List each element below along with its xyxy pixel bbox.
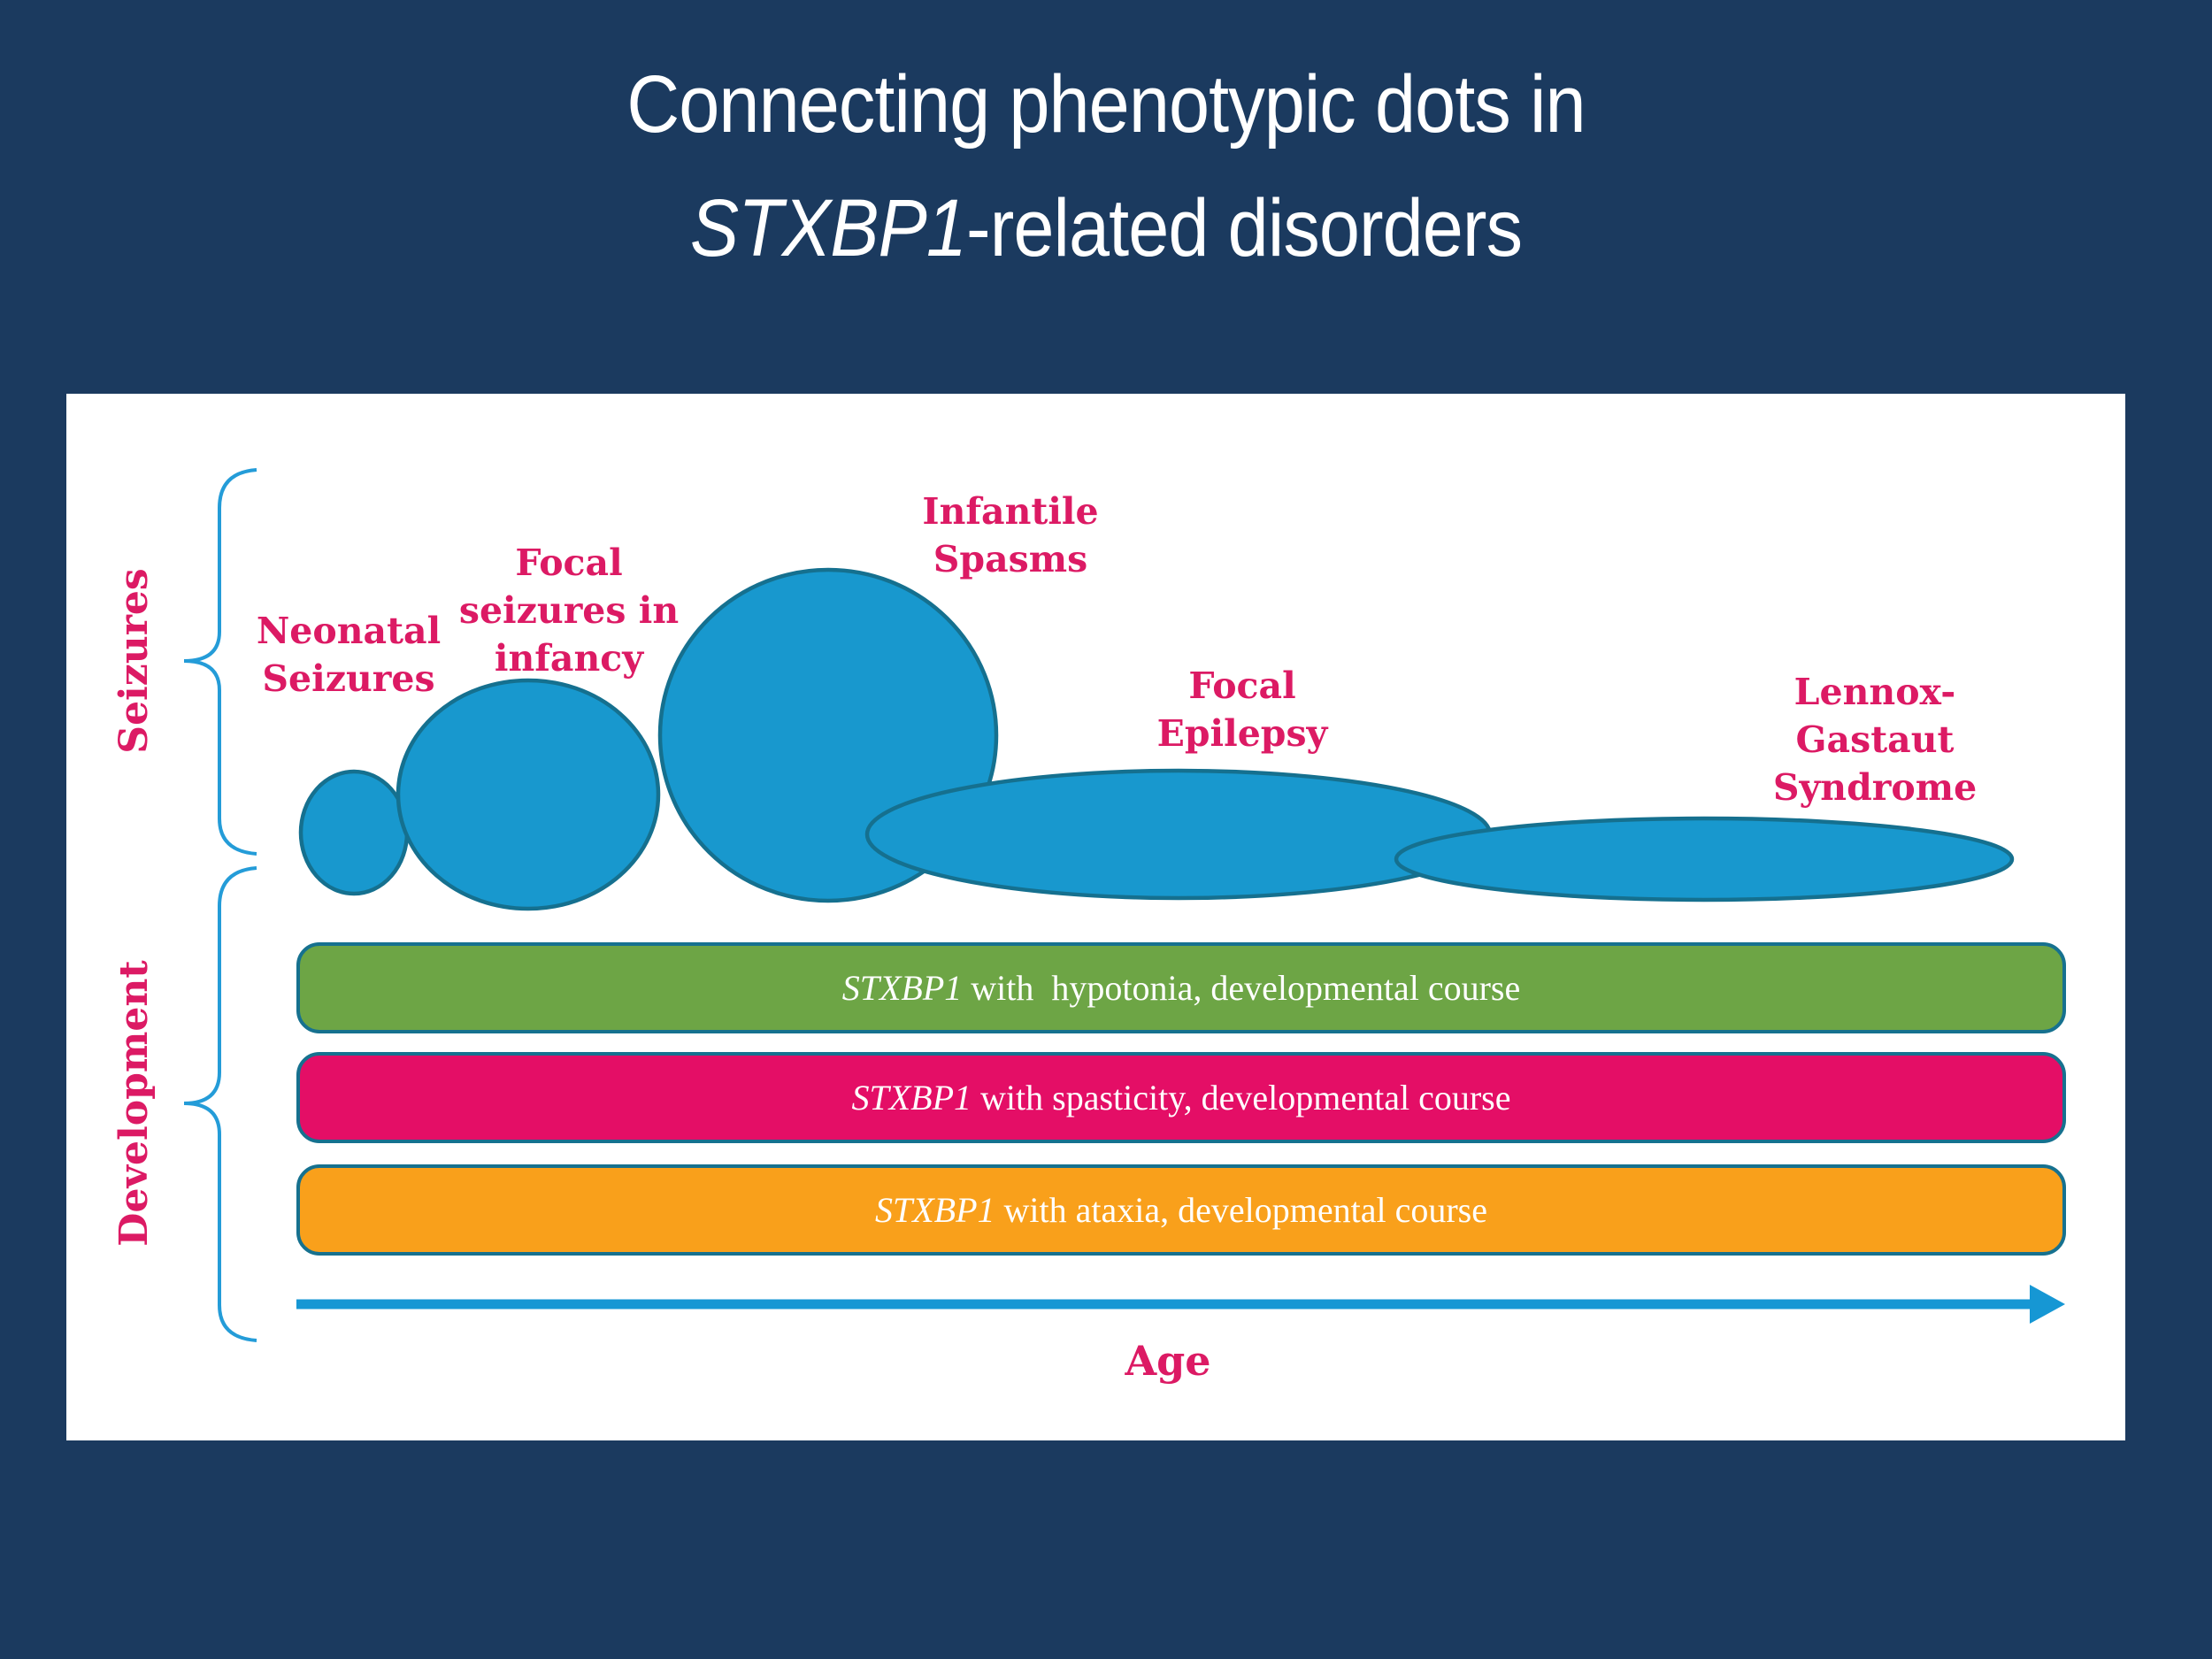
lennox-gastaut-syndrome-label: Lennox- Gastaut Syndrome xyxy=(1773,668,1977,811)
neonatal-seizures-ellipse xyxy=(298,769,410,896)
lennox-gastaut-syndrome-ellipse xyxy=(1394,816,2015,902)
gene-name: STXBP1 xyxy=(851,1078,972,1118)
label-line: Gastaut xyxy=(1795,718,1955,761)
slide-title-gene: STXBP1 xyxy=(689,183,967,273)
development-brace xyxy=(183,866,257,1342)
label-line: Epilepsy xyxy=(1156,712,1328,755)
diagram-panel xyxy=(66,394,2125,1440)
label-line: Syndrome xyxy=(1772,766,1978,809)
bar-text: with ataxia, developmental course xyxy=(995,1190,1487,1230)
label-line: seizures in xyxy=(458,589,680,632)
gene-name: STXBP1 xyxy=(841,968,963,1008)
focal-seizures-in-infancy-ellipse xyxy=(396,678,661,911)
label-line: Spasms xyxy=(933,538,1088,580)
ataxia-development-bar: STXBP1 with ataxia, developmental course xyxy=(296,1164,2066,1256)
hypotonia-development-bar: STXBP1 with hypotonia, developmental cou… xyxy=(296,942,2066,1033)
seizures-group-label: Seizures xyxy=(111,568,157,754)
slide-title-line2-rest: -related disorders xyxy=(966,183,1523,273)
label-line: Infantile xyxy=(922,490,1099,533)
bar-text: with spasticity, developmental course xyxy=(972,1078,1511,1118)
label-line: Focal xyxy=(1188,664,1296,707)
age-axis-label: Age xyxy=(1125,1337,1211,1385)
slide-title-line1: Connecting phenotypic dots in xyxy=(626,59,1586,150)
spasticity-development-bar: STXBP1 with spasticity, developmental co… xyxy=(296,1052,2066,1143)
focal-seizures-in-infancy-label: Focal seizures in infancy xyxy=(459,539,679,682)
neonatal-seizures-label: Neonatal Seizures xyxy=(257,607,441,703)
label-line: Lennox- xyxy=(1793,671,1956,713)
bar-text: with hypotonia, developmental course xyxy=(962,968,1521,1008)
infantile-spasms-label: Infantile Spasms xyxy=(922,488,1098,583)
seizures-brace xyxy=(183,468,257,856)
focal-epilepsy-label: Focal Epilepsy xyxy=(1157,662,1328,757)
label-line: infancy xyxy=(494,637,644,680)
slide-title: Connecting phenotypic dots in STXBP1-rel… xyxy=(111,42,2101,290)
focal-epilepsy-ellipse xyxy=(864,768,1493,901)
slide-title-line2: STXBP1-related disorders xyxy=(111,166,2101,290)
development-group-label: Development xyxy=(111,960,157,1247)
label-line: Seizures xyxy=(262,657,435,700)
gene-name: STXBP1 xyxy=(874,1190,995,1230)
age-axis-arrow xyxy=(296,1285,2065,1324)
label-line: Neonatal xyxy=(256,610,442,652)
label-line: Focal xyxy=(515,541,623,584)
